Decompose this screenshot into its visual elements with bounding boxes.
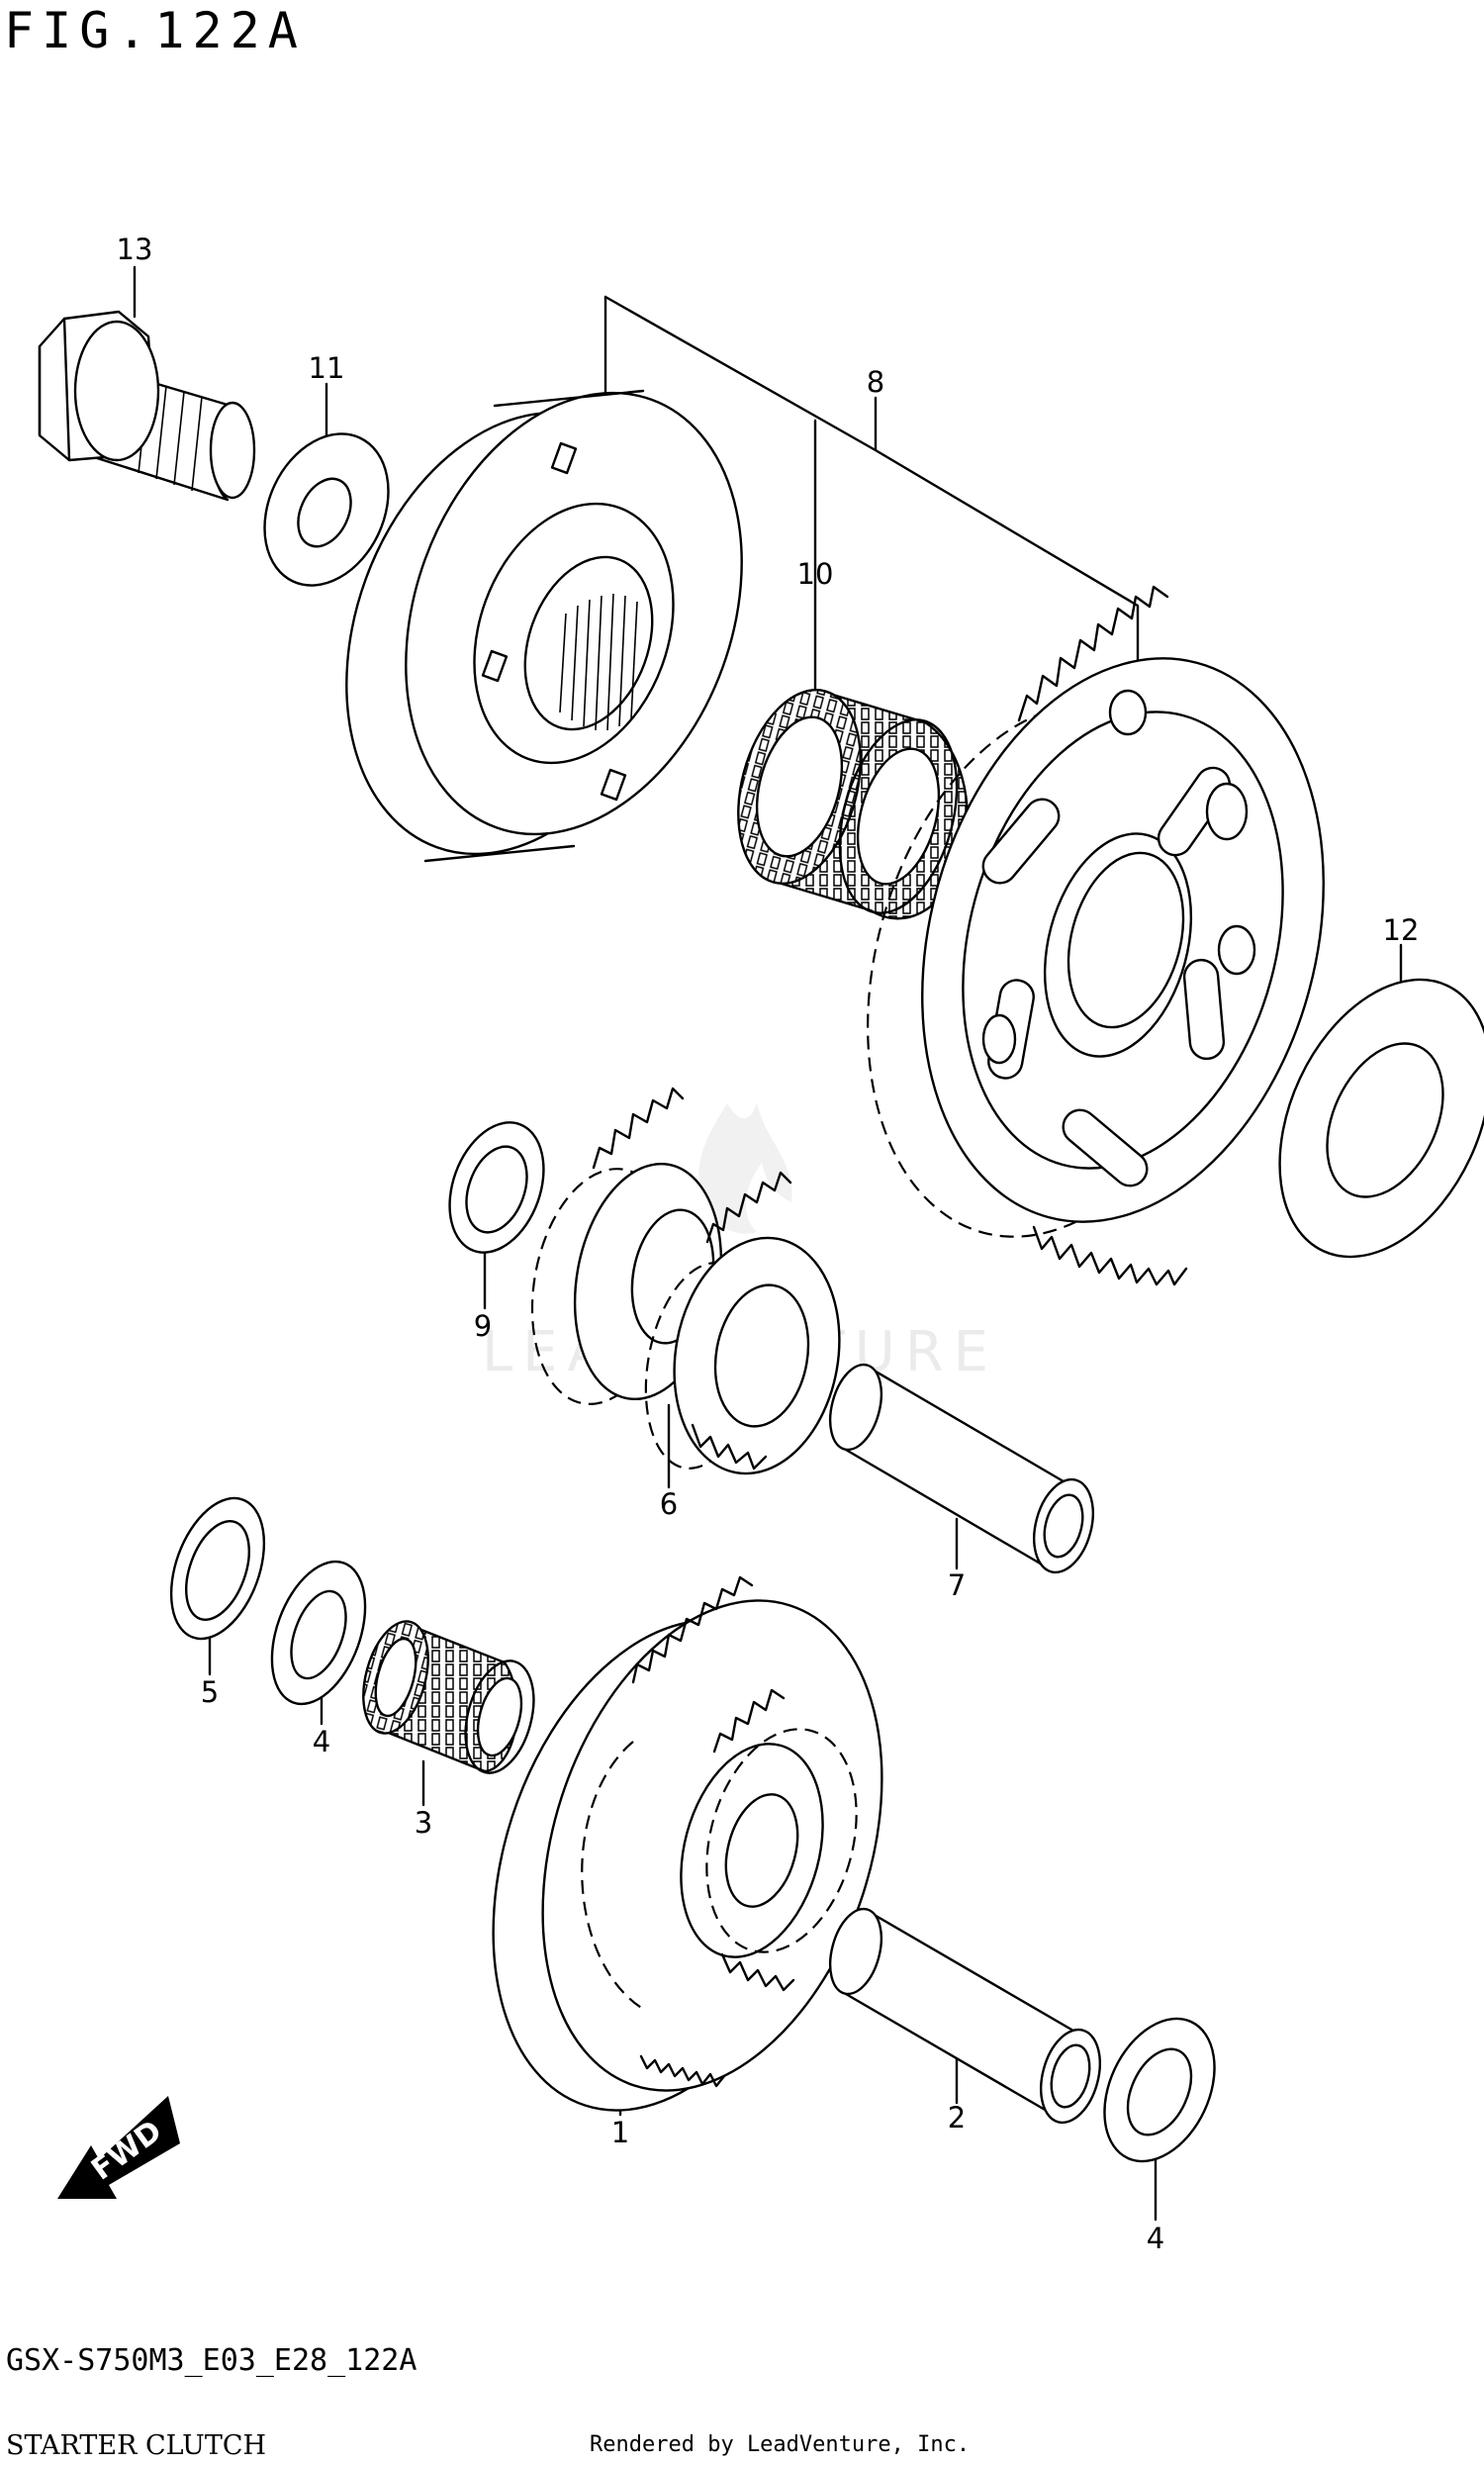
- part-3-needle-bearing: [362, 1620, 535, 1774]
- diagram-caption: STARTER CLUTCH: [6, 2430, 267, 2461]
- part-8-washer: [448, 1121, 545, 1254]
- callout-11: 11: [309, 351, 345, 385]
- callout-4-upper: 4: [313, 1725, 330, 1758]
- flame-logo-icon: [698, 1103, 792, 1234]
- callout-7: 7: [948, 1568, 966, 1602]
- part-12-washer: [1278, 978, 1484, 1259]
- part-5-washer: [169, 1496, 266, 1641]
- part-9-clutch-body: [345, 389, 743, 863]
- callout-12: 12: [1383, 913, 1420, 947]
- part-4-washer-upper: [270, 1560, 367, 1706]
- part-1-starter-gear: [492, 1575, 883, 2112]
- part-10-needle-bearing: [737, 689, 969, 920]
- callout-13: 13: [117, 233, 153, 266]
- callout-3: 3: [415, 1806, 432, 1840]
- callout-10: 10: [797, 557, 834, 591]
- callout-2: 2: [948, 2101, 966, 2134]
- callout-4-lower: 4: [1147, 2222, 1164, 2255]
- render-credit: Rendered by LeadVenture, Inc.: [590, 2432, 971, 2457]
- part-6-idle-gear: [530, 1087, 841, 1475]
- callout-1: 1: [611, 2116, 629, 2149]
- callout-6: 6: [660, 1487, 678, 1521]
- callout-9: 8: [867, 365, 884, 399]
- part-9-large-gear: [867, 585, 1325, 1286]
- fwd-indicator: FWD: [57, 2096, 180, 2199]
- part-2-shaft: [828, 1907, 1101, 2125]
- callout-8: 9: [474, 1309, 492, 1343]
- model-code: GSX-S750M3_E03_E28_122A: [6, 2343, 417, 2378]
- callout-labels: 13 11 8 10 12 9 6 7 5 4 3 1 2 4: [117, 233, 1420, 2255]
- part-4-washer-lower: [1103, 2017, 1216, 2163]
- part-11-washer: [263, 432, 390, 587]
- figure-title: FIG.122A: [4, 2, 306, 59]
- part-7-shaft: [828, 1363, 1094, 1574]
- part-13-flange-bolt: [38, 310, 256, 502]
- callout-5: 5: [201, 1675, 219, 1709]
- fwd-label: FWD: [85, 2114, 168, 2187]
